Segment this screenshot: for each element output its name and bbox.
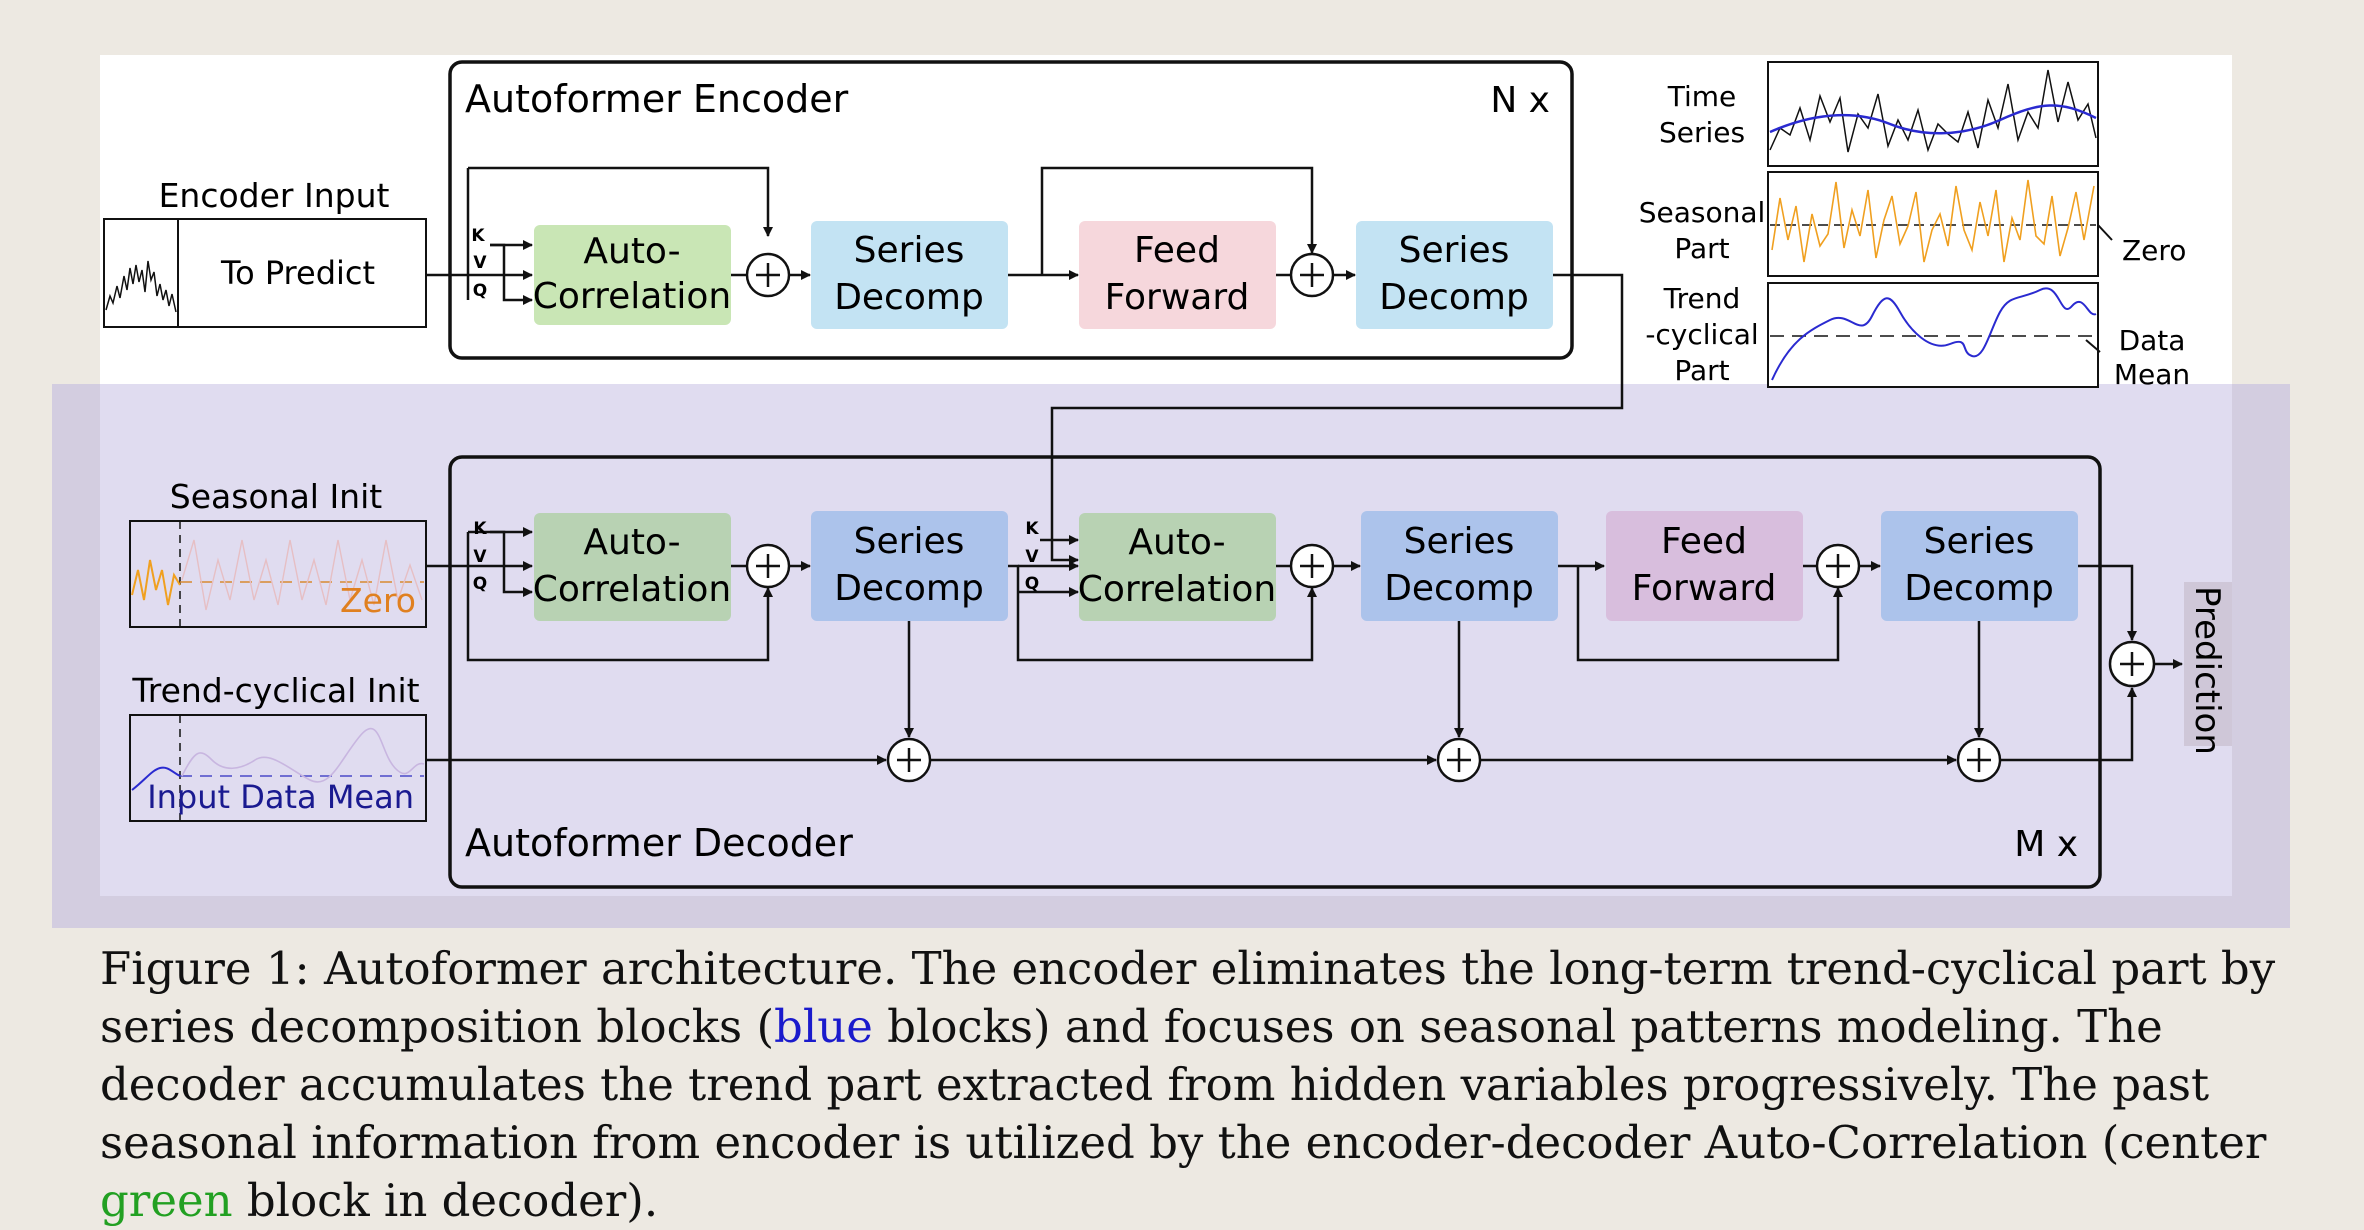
trend-add-1: [886, 737, 932, 783]
encoder-autocorrelation-block: Auto- Correlation: [533, 225, 732, 325]
svg-text:Series: Series: [854, 230, 965, 271]
enc-q-label: Q: [473, 281, 487, 301]
caption-blue-word: blue: [774, 1000, 873, 1053]
svg-text:Auto-: Auto-: [583, 522, 680, 563]
enc-k-label: K: [471, 226, 485, 246]
prediction-label: Prediction: [2187, 586, 2227, 755]
decoder-title: Autoformer Decoder: [465, 821, 853, 865]
encoder-feed-forward: Feed Forward: [1079, 221, 1276, 329]
decoder-series-decomp-1: Series Decomp: [811, 511, 1008, 621]
encoder-input-series-line: [105, 260, 177, 313]
legend-data-mean-label-2: Mean: [2114, 358, 2190, 391]
dec2-k-label: K: [1025, 519, 1039, 539]
to-predict-label: To Predict: [220, 254, 375, 292]
enc-v-label: V: [473, 253, 487, 273]
caption-part-3: block in decoder).: [232, 1174, 659, 1227]
caption-part-1: Figure 1: Autoformer architecture. The e…: [100, 942, 2276, 1053]
legend-time-series-plot: [1767, 61, 2099, 167]
legend-data-mean-label-1: Data: [2119, 324, 2186, 357]
seasonal-init-label: Seasonal Init: [170, 477, 382, 516]
svg-text:Forward: Forward: [1105, 277, 1250, 318]
encoder-input-box: [103, 218, 427, 328]
svg-text:Correlation: Correlation: [533, 276, 732, 317]
seasonal-init-faded-line: [181, 539, 423, 611]
svg-text:Series: Series: [854, 521, 965, 562]
svg-text:Series: Series: [1399, 230, 1510, 271]
svg-text:Decomp: Decomp: [834, 277, 984, 318]
legend-trend-plot: [1767, 282, 2099, 388]
svg-text:Auto-: Auto-: [1128, 522, 1225, 563]
trend-init-faded-line: [181, 727, 425, 783]
svg-text:Decomp: Decomp: [1384, 568, 1534, 609]
svg-text:Decomp: Decomp: [1904, 568, 2054, 609]
seasonal-init-history-line: [131, 559, 181, 606]
svg-text:Feed: Feed: [1661, 521, 1747, 562]
decoder-autocorrelation-2: Auto- Correlation: [1078, 513, 1277, 621]
encoder-add-1: [745, 252, 791, 298]
encoder-series-decomp-1: Series Decomp: [811, 221, 1008, 329]
legend-seasonal-label-2: Part: [1674, 232, 1729, 265]
svg-text:Decomp: Decomp: [1379, 277, 1529, 318]
legend-trend-label-2: -cyclical: [1645, 318, 1758, 351]
decoder-feed-forward: Feed Forward: [1606, 511, 1803, 621]
trend-init-mean-label: Input Data Mean: [147, 778, 414, 816]
legend-seasonal-line: [1771, 179, 2095, 263]
legend-zero-label: Zero: [2122, 234, 2186, 267]
dec1-v-label: V: [473, 547, 487, 567]
autoformer-figure: Autoformer Encoder N x Encoder Input To …: [52, 55, 2290, 928]
dec2-q-label: Q: [1025, 574, 1039, 594]
dec2-v-label: V: [1025, 547, 1039, 567]
legend-trend-line: [1771, 287, 2097, 381]
caption-green-word: green: [100, 1174, 233, 1227]
trend-init-label: Trend-cyclical Init: [131, 671, 419, 710]
legend-trend-label-1: Trend: [1663, 282, 1741, 315]
final-add: [2108, 640, 2156, 688]
trend-add-2: [1436, 737, 1482, 783]
encoder-add-2: [1289, 252, 1335, 298]
figure-caption: Figure 1: Autoformer architecture. The e…: [100, 940, 2280, 1230]
decoder-add-3: [1815, 543, 1861, 589]
trend-add-3: [1956, 737, 2002, 783]
encoder-series-decomp-2: Series Decomp: [1356, 221, 1553, 329]
decoder-background: [100, 384, 2232, 896]
legend-time-label-2: Series: [1659, 116, 1745, 149]
svg-text:Feed: Feed: [1134, 230, 1220, 271]
legend-seasonal-label-1: Seasonal: [1639, 196, 1766, 229]
prediction-box: [2184, 582, 2232, 746]
legend-time-series-line: [1769, 69, 2097, 153]
legend-time-label-1: Time: [1667, 80, 1737, 113]
legend-trend-label-3: Part: [1674, 354, 1729, 387]
encoder-title: Autoformer Encoder: [465, 77, 849, 121]
svg-text:Decomp: Decomp: [834, 568, 984, 609]
decoder-frame: [448, 455, 2102, 889]
svg-text:Forward: Forward: [1632, 568, 1777, 609]
svg-text:Correlation: Correlation: [533, 569, 732, 610]
decoder-series-decomp-2: Series Decomp: [1361, 511, 1558, 621]
svg-text:Correlation: Correlation: [1078, 569, 1277, 610]
decoder-series-decomp-3: Series Decomp: [1881, 511, 2078, 621]
caption-part-2: blocks) and focuses on seasonal patterns…: [100, 1000, 2267, 1169]
decoder-add-1: [745, 543, 791, 589]
trend-init-history-line: [131, 766, 181, 791]
dec1-q-label: Q: [473, 574, 487, 594]
svg-text:Series: Series: [1404, 521, 1515, 562]
seasonal-init-zero-label: Zero: [340, 581, 416, 620]
decoder-autocorrelation-1: Auto- Correlation: [533, 513, 732, 621]
legend-seasonal-plot: [1767, 171, 2099, 277]
encoder-repeat: N x: [1490, 80, 1550, 121]
encoder-input-label: Encoder Input: [159, 176, 390, 215]
svg-text:Auto-: Auto-: [583, 231, 680, 272]
decoder-repeat: M x: [2014, 824, 2078, 865]
svg-text:Series: Series: [1924, 521, 2035, 562]
decoder-add-2: [1289, 543, 1335, 589]
dec1-k-label: K: [473, 519, 487, 539]
